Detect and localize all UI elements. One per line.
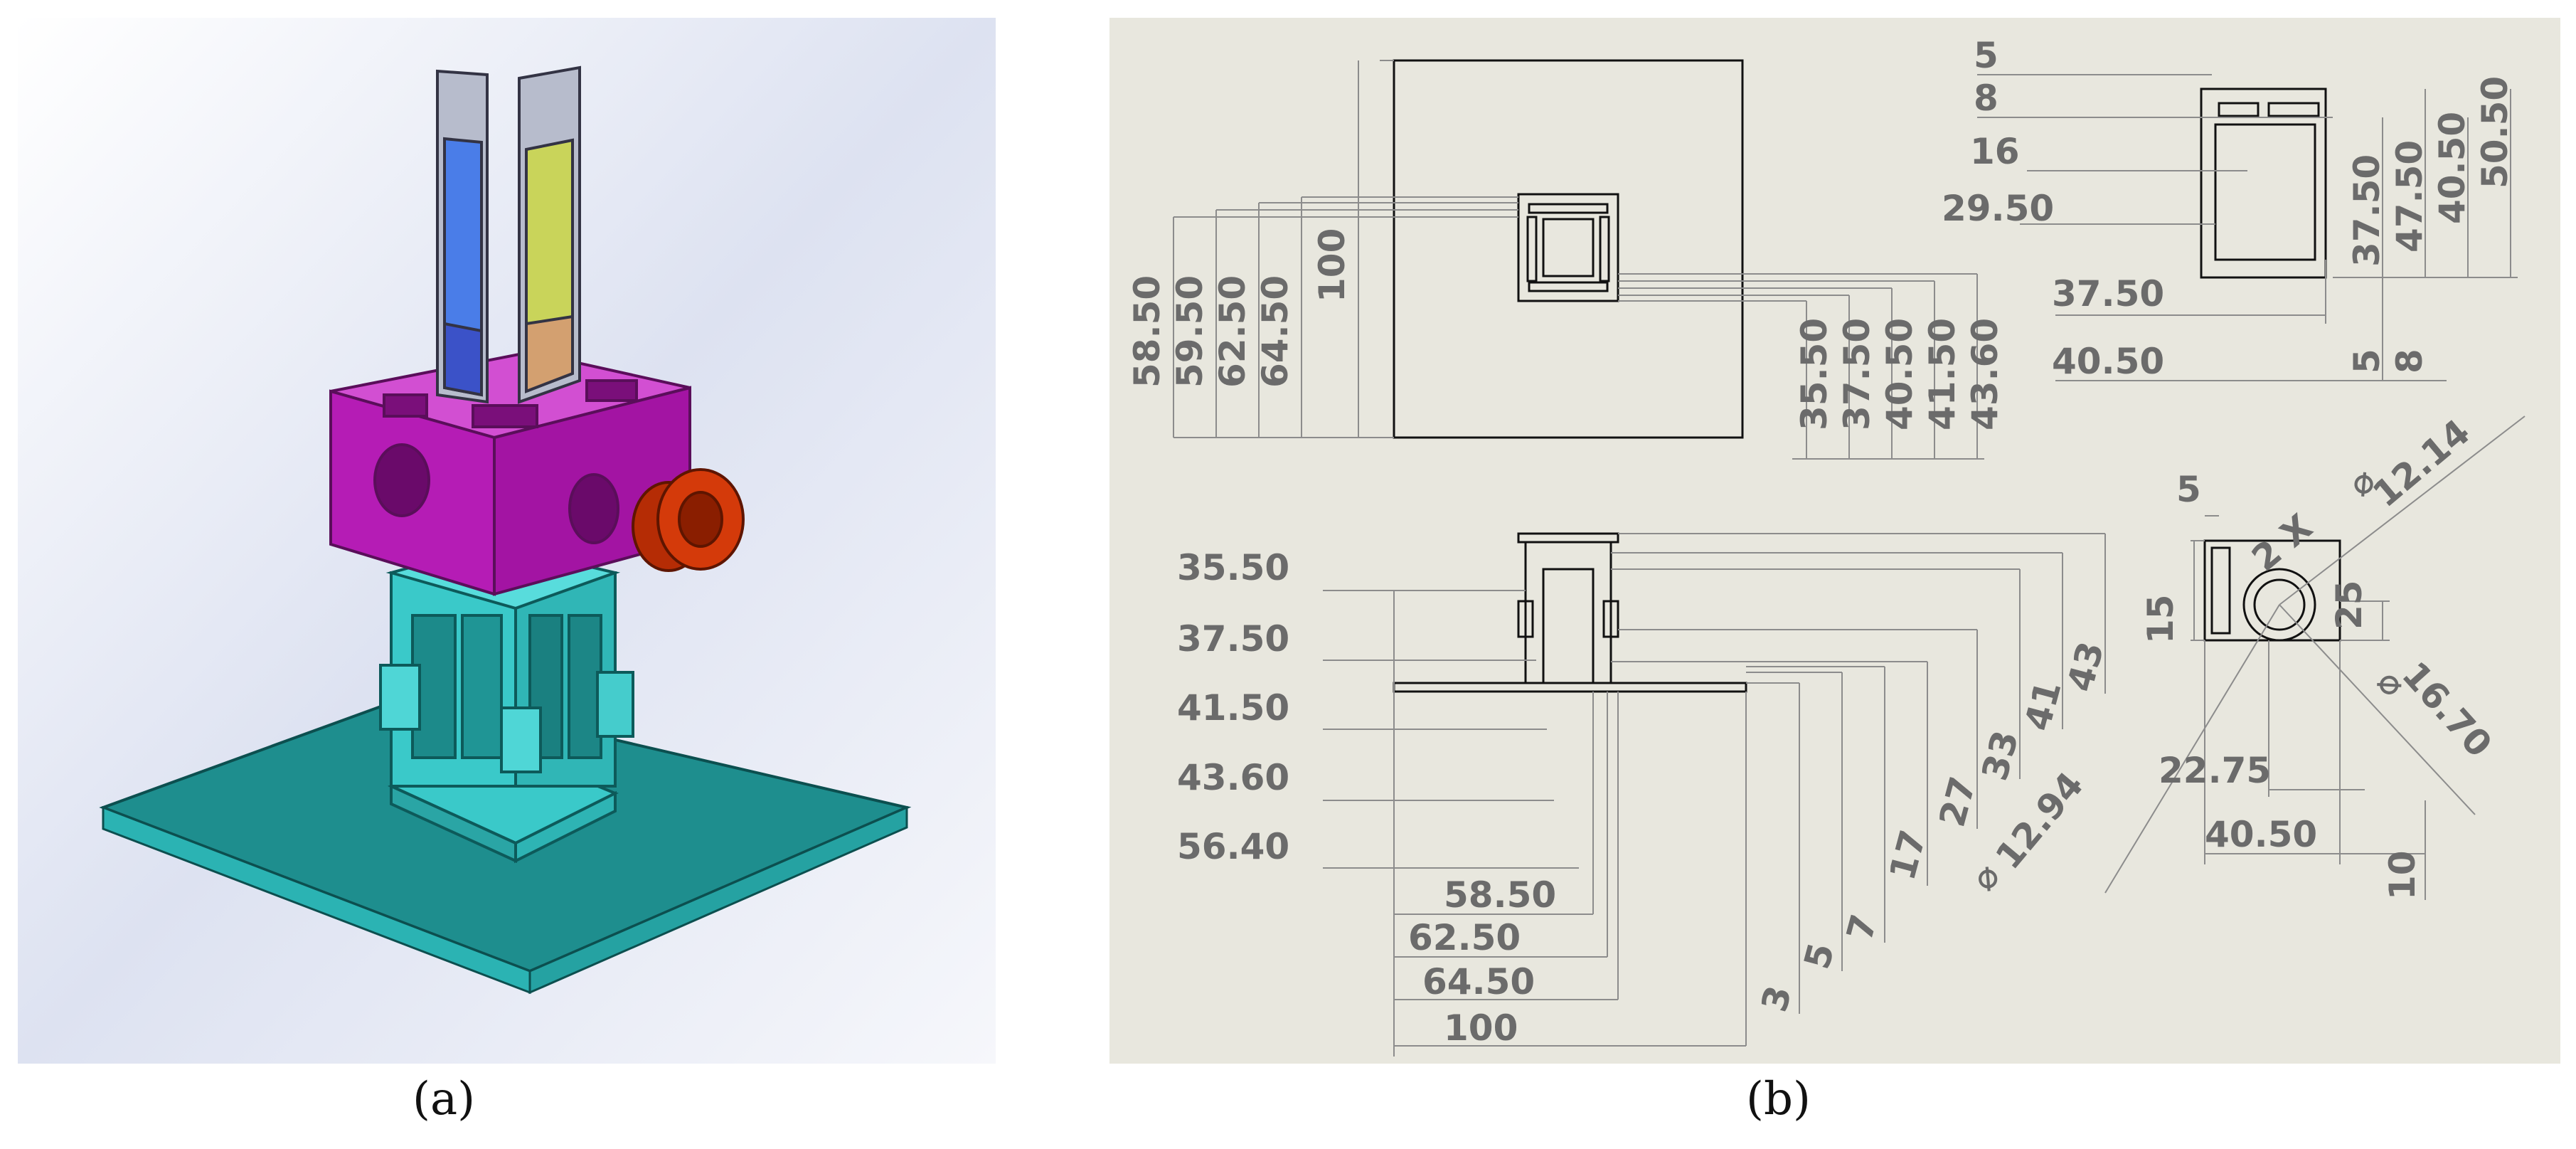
- dim-side-right-0: 37.50: [2346, 154, 2388, 267]
- dim-front-left-3: 43.60: [1177, 757, 1289, 798]
- front-view: 35.50 37.50 41.50 43.60 56.40 58.50 62.5…: [1177, 532, 2112, 1057]
- filter-housing: [329, 350, 691, 596]
- dim-side-small-1: 8: [2389, 349, 2430, 374]
- dim-front-left-1: 37.50: [1177, 618, 1289, 660]
- drawing-svg: 58.50 59.50 62.50 64.50 100 35.50 37.50 …: [1109, 18, 2560, 1064]
- dim-housing-7: 40.50: [2205, 814, 2317, 855]
- dim-side-right-3: 50.50: [2474, 76, 2516, 189]
- dim-side-top-3: 29.50: [1942, 188, 2054, 229]
- dim-front-bottom-1: 62.50: [1408, 917, 1521, 958]
- top-view-plate: [1393, 59, 1744, 439]
- lattice-frame: [379, 542, 634, 864]
- dim-side-top-0: 5: [1974, 35, 1998, 76]
- side-detail-view: 5 8 16 29.50 37.50 40.50 37.50 47.50 40.…: [1942, 35, 2518, 382]
- dim-top-right-3: 41.50: [1922, 318, 1963, 430]
- panel-a-3d-render: [18, 18, 996, 1064]
- adjustment-knob: [632, 468, 745, 572]
- dim-housing-8: 10: [2382, 850, 2423, 900]
- dim-side-small-0: 5: [2346, 349, 2388, 374]
- dim-housing-3: 15: [2140, 594, 2181, 644]
- dim-top-left-3: 64.50: [1255, 275, 1296, 388]
- dim-side-bottom-0: 37.50: [2052, 273, 2164, 314]
- dim-front-left-4: 56.40: [1177, 826, 1289, 867]
- dim-front-bottom-2: 64.50: [1422, 961, 1535, 1002]
- dim-front-bottom-0: 58.50: [1444, 874, 1556, 916]
- caption-b: (b): [1746, 1073, 1811, 1126]
- dim-top-left-1: 59.50: [1169, 275, 1210, 388]
- render-svg: [18, 18, 996, 1064]
- dim-housing-0: 5: [2176, 469, 2201, 510]
- dim-side-right-1: 47.50: [2389, 140, 2430, 253]
- dim-top-left-2: 62.50: [1212, 275, 1253, 388]
- dim-front-bottom-3: 100: [1444, 1007, 1518, 1049]
- dim-side-bottom-1: 40.50: [2052, 341, 2164, 382]
- dim-top-right-2: 40.50: [1879, 318, 1920, 430]
- side-detail-outer: [2200, 88, 2327, 279]
- dim-side-right-2: 40.50: [2432, 112, 2473, 224]
- caption-a: (a): [413, 1073, 476, 1126]
- dim-top-right-0: 35.50: [1794, 318, 1835, 430]
- housing-bore-inner: [2253, 578, 2306, 631]
- drawing-background: [1109, 18, 2560, 1064]
- dim-housing-6: 22.75: [2159, 750, 2271, 791]
- top-view-frame-inner: [1542, 218, 1595, 277]
- dim-top-right-1: 37.50: [1836, 318, 1878, 430]
- housing-bore-outer: [2242, 568, 2316, 642]
- top-view-frame-outer: [1517, 193, 1619, 302]
- filter-yellow: [518, 65, 581, 404]
- dim-front-left-2: 41.50: [1177, 687, 1289, 729]
- dim-side-top-1: 8: [1974, 78, 1998, 119]
- dim-top-left-0: 58.50: [1127, 275, 1168, 388]
- dim-side-top-2: 16: [1970, 131, 2020, 172]
- filter-blue: [436, 69, 489, 404]
- dim-housing-4: 25: [2328, 580, 2370, 630]
- dim-top-right-4: 43.60: [1964, 318, 2006, 430]
- panel-b-engineering-drawing: 58.50 59.50 62.50 64.50 100 35.50 37.50 …: [1109, 18, 2560, 1064]
- dim-top-left-4: 100: [1311, 228, 1353, 302]
- top-view: 58.50 59.50 62.50 64.50 100 35.50 37.50 …: [1127, 59, 2006, 460]
- dim-front-left-0: 35.50: [1177, 547, 1289, 588]
